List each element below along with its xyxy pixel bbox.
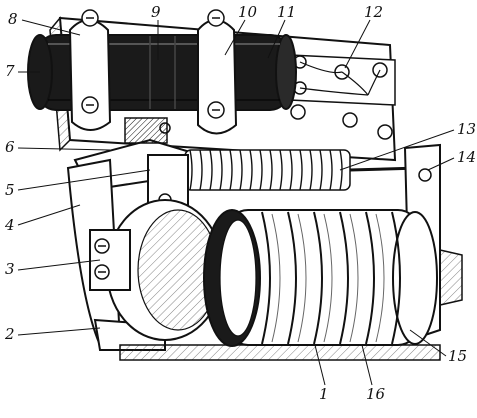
callout-14: 14	[457, 148, 477, 166]
upper-coil-assembly	[27, 34, 297, 111]
terminal-block	[289, 54, 396, 106]
callout-16: 16	[366, 385, 386, 403]
callout-5: 5	[5, 181, 15, 199]
pole-piece	[89, 199, 224, 341]
callout-7: 7	[5, 62, 15, 80]
callout-2: 2	[5, 325, 15, 343]
callout-1: 1	[319, 385, 329, 403]
main-coil	[203, 209, 438, 347]
callout-3: 3	[5, 260, 15, 278]
callout-13: 13	[457, 120, 477, 138]
callout-10: 10	[238, 3, 258, 21]
callout-8: 8	[8, 10, 18, 28]
right-clamp-bracket	[197, 9, 238, 135]
left-clamp-bracket	[68, 9, 112, 131]
callout-11: 11	[277, 3, 297, 21]
callout-12: 12	[364, 3, 384, 21]
callout-15: 15	[448, 347, 468, 365]
leader-lines	[17, 19, 455, 386]
callout-4: 4	[5, 216, 15, 234]
callout-6: 6	[5, 138, 15, 156]
callout-9: 9	[151, 3, 161, 21]
